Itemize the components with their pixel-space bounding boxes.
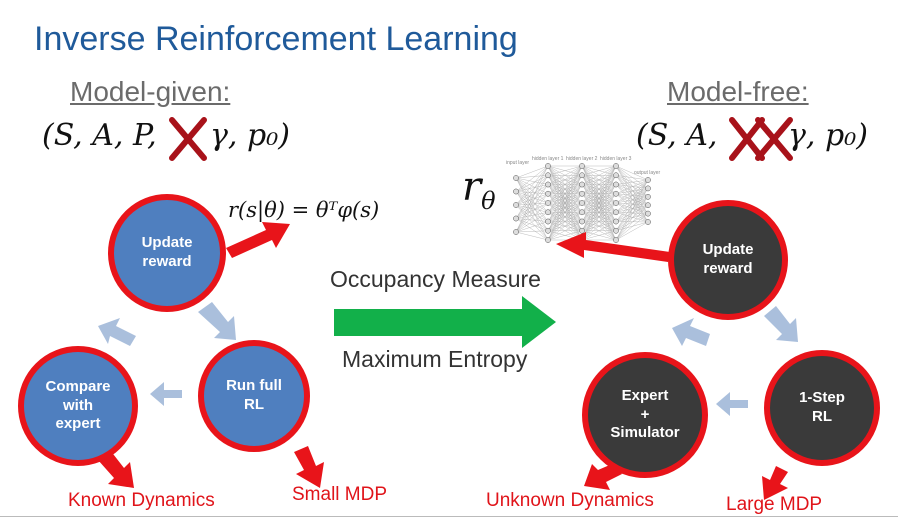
node-compare-with-expert: Compare with expert [18,346,138,466]
reward-formula: r(s|θ) = θᵀφ(s) [228,198,380,222]
nn-node [579,172,585,179]
cycle-arrow-right-bottom [716,392,748,416]
nn-node [645,210,651,217]
nn-node [645,219,651,225]
model-given-tuple-prefix: (S, A, P, [42,118,157,153]
nn-node [545,218,551,225]
nn-layer-label-input: input layer [506,160,530,166]
nn-node [545,190,551,197]
node-update-reward-right: Update reward [668,200,788,320]
nn-node [613,200,619,206]
cycle-arrow-left-up [98,318,136,346]
nn-layer-label-3: hidden layer 3 [600,156,632,162]
nn-node [613,209,619,216]
nn-node [579,181,585,188]
nn-layer-label-1: hidden layer 1 [532,156,564,162]
node-update-reward-left: Update reward [108,194,226,312]
nn-node [545,163,551,169]
known-dynamics-label: Known Dynamics [68,490,215,511]
node-run-full-rl: Run full RL [198,340,310,452]
reward-theta-symbol: rθ [462,164,496,215]
nn-node [645,193,651,200]
red-arrow-small-mdp [294,446,324,488]
page-title: Inverse Reinforcement Learning [34,20,518,58]
nn-node [645,185,651,192]
red-arrow-left-update [226,222,290,258]
model-free-heading: Model-free: [667,76,809,107]
nn-node [579,227,585,234]
nn-node [613,181,619,188]
nn-node [613,163,619,169]
nn-node [513,215,519,222]
nn-node [545,200,551,206]
cycle-arrow-right-down [764,306,798,342]
nn-node [613,218,619,225]
model-free-tuple-suffix: γ, p₀) [788,118,868,153]
center-green-arrow [334,296,556,348]
nn-node [545,237,551,243]
large-mdp-label: Large MDP [726,494,823,515]
nn-node [579,163,585,169]
nn-layer-label-2: hidden layer 2 [566,156,598,162]
nn-node [579,200,585,206]
nn-node [513,175,519,181]
occupancy-measure-label: Occupancy Measure [330,266,541,292]
nn-node [545,227,551,234]
cycle-arrow-left-right-down [198,302,236,340]
nn-layer-label-output: output layer [634,170,661,176]
bottom-divider [0,516,898,517]
unknown-dynamics-label: Unknown Dynamics [486,490,654,511]
nn-node [579,218,585,225]
nn-node [579,209,585,216]
node-1-step-rl: 1-Step RL [764,350,880,466]
red-arrow-large-mdp [762,466,788,500]
nn-node [613,237,619,243]
nn-node [513,229,519,235]
nn-node [613,227,619,234]
red-arrow-known-dynamics [98,450,134,488]
small-mdp-label: Small MDP [292,484,388,505]
red-arrow-right-update [556,232,670,262]
model-given-heading: Model-given: [70,76,231,107]
neural-network-icon [515,165,649,241]
cross-out-p-left-icon [169,117,207,161]
neural-network-nodes [513,163,651,243]
model-given-tuple-suffix: γ, p₀) [210,118,290,153]
cross-out-p-right-icon [729,117,793,161]
nn-node [645,177,651,183]
nn-node [545,181,551,188]
cycle-arrow-left-bottom [150,382,182,406]
nn-node [613,172,619,179]
nn-node [645,202,651,209]
nn-node [513,188,519,195]
nn-node [513,202,519,208]
nn-node [613,190,619,197]
nn-node [545,172,551,179]
model-free-tuple-prefix: (S, A, [636,118,718,153]
node-expert-simulator: Expert + Simulator [582,352,708,478]
maximum-entropy-label: Maximum Entropy [342,346,528,372]
red-arrow-unknown-dynamics [584,464,622,490]
cycle-arrow-right-up [672,318,710,346]
nn-node [545,209,551,216]
nn-node [579,190,585,197]
